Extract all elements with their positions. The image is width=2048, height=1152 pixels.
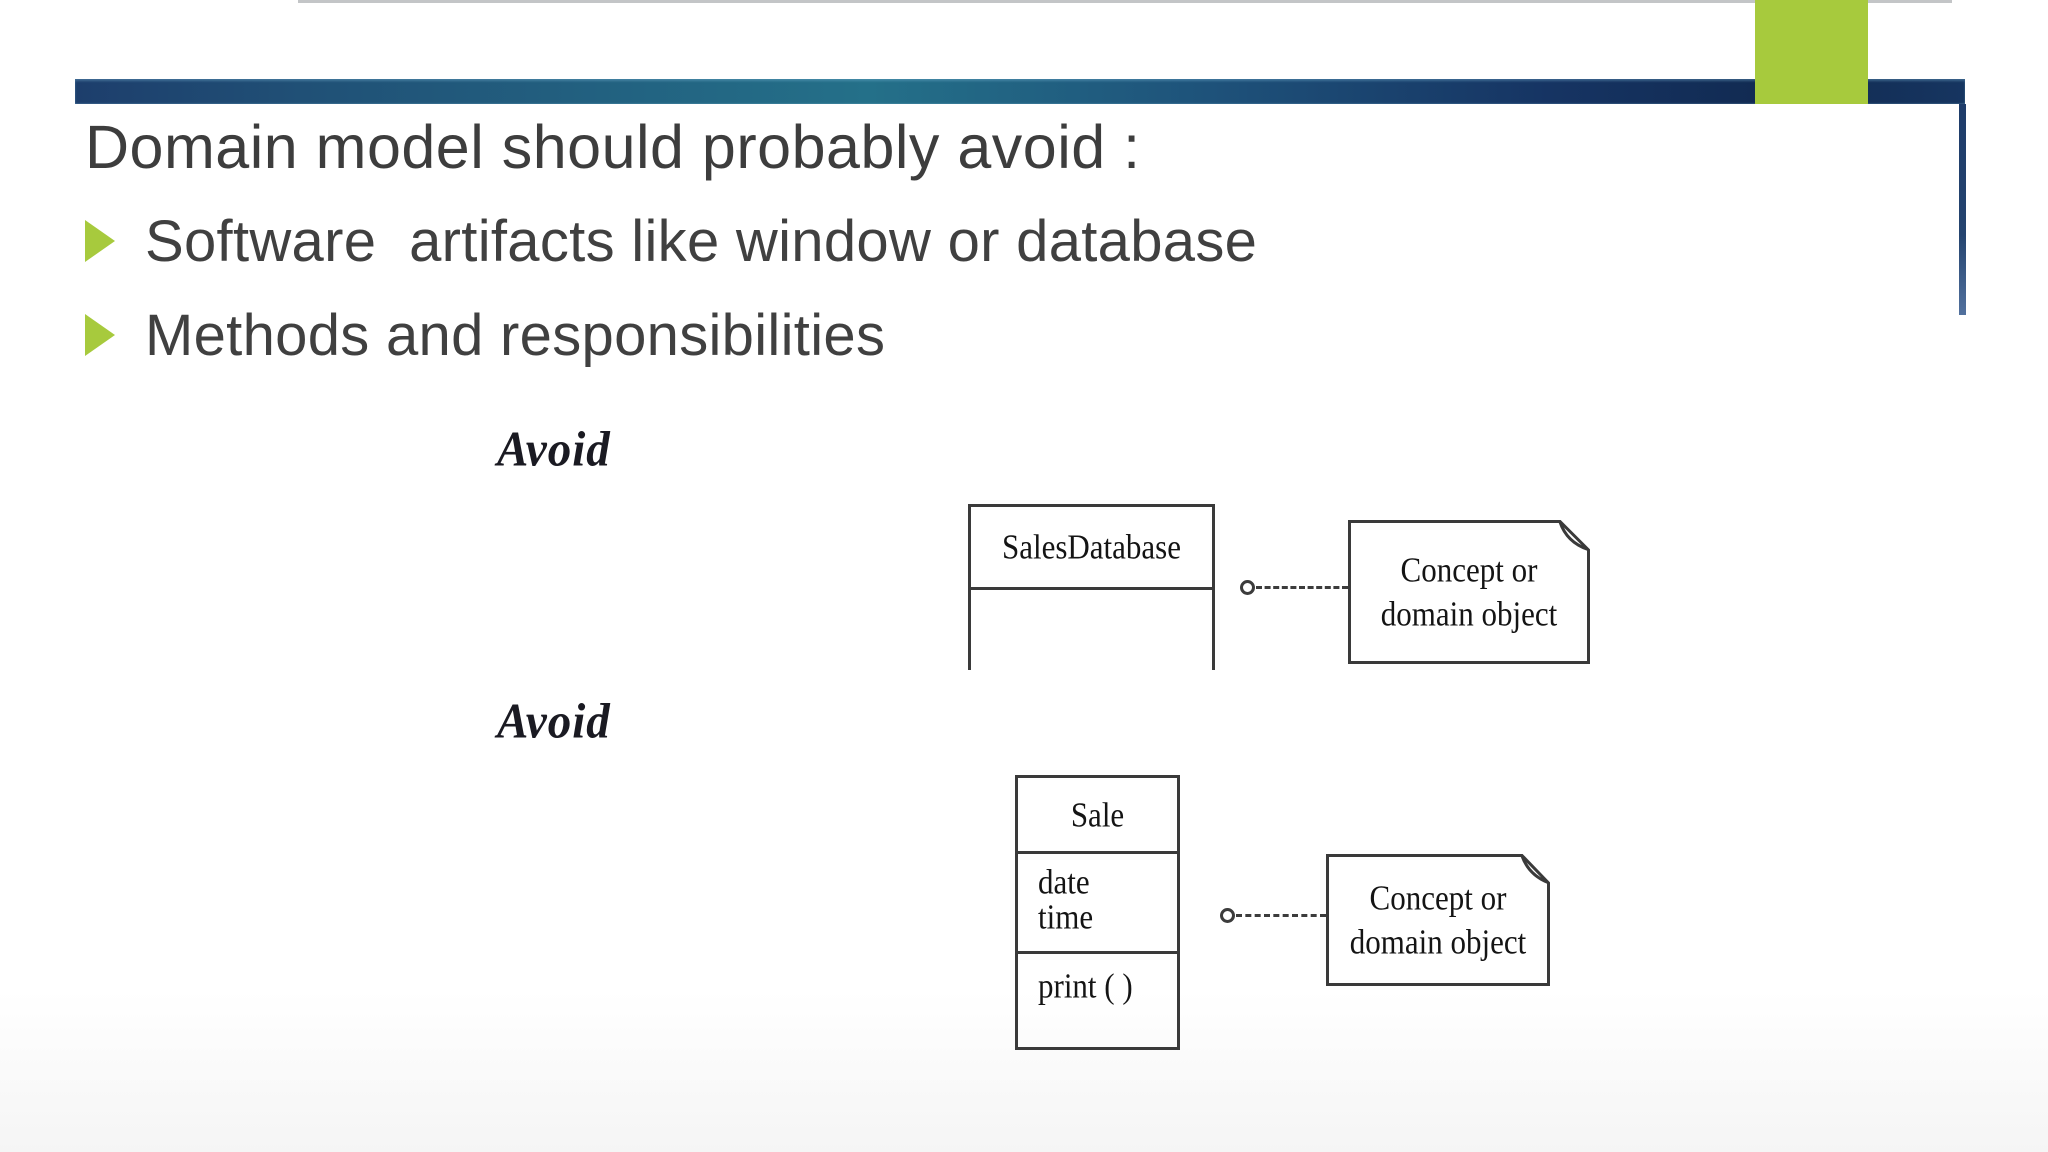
avoid-label: Avoid (497, 694, 611, 750)
uml-note: Concept or domain object (1326, 854, 1550, 986)
class-header: SalesDatabase (971, 507, 1212, 590)
class-name-label: SalesDatabase (1001, 526, 1182, 567)
note-text-line: Concept or (1400, 549, 1538, 590)
class-attributes: date time (1018, 854, 1177, 954)
bullet-text: Methods and responsibilities (145, 302, 886, 368)
note-text: Concept or domain object (1326, 854, 1550, 986)
note-text: Concept or domain object (1348, 520, 1590, 664)
uml-note: Concept or domain object (1348, 520, 1590, 664)
attribute-text: date (1038, 861, 1090, 902)
class-name-label: Sale (1070, 793, 1125, 834)
method-text: print ( ) (1038, 965, 1133, 1006)
corner-hanging-tick (1959, 104, 1966, 315)
class-header: Sale (1018, 778, 1177, 854)
bullet-item: Methods and responsibilities (85, 300, 885, 370)
bullet-text: Software artifacts like window or databa… (145, 208, 1258, 274)
triangle-right-bullet-icon (85, 220, 115, 262)
page-title: Domain model should probably avoid : (85, 113, 1141, 181)
note-text-line: Concept or (1369, 877, 1507, 918)
dashed-connector (1256, 586, 1348, 589)
bullet-item: Software artifacts like window or databa… (85, 206, 1257, 276)
dashed-connector (1236, 914, 1326, 917)
anchor-circle-icon (1220, 908, 1235, 923)
header-gradient-bar (75, 79, 1965, 104)
class-methods: print ( ) (1018, 954, 1177, 1006)
note-text-line: domain object (1380, 593, 1558, 634)
uml-class-sale: Sale date time print ( ) (1015, 775, 1180, 1050)
avoid-label: Avoid (497, 422, 611, 478)
accent-green-square (1755, 0, 1868, 104)
note-shape (1348, 520, 1590, 664)
attribute-text: time (1038, 896, 1094, 937)
uml-class-salesdatabase: SalesDatabase (968, 504, 1215, 670)
note-shape (1326, 854, 1550, 986)
triangle-right-bullet-icon (85, 314, 115, 356)
anchor-circle-icon (1240, 580, 1255, 595)
top-hairline (298, 0, 1952, 3)
note-text-line: domain object (1349, 921, 1527, 962)
